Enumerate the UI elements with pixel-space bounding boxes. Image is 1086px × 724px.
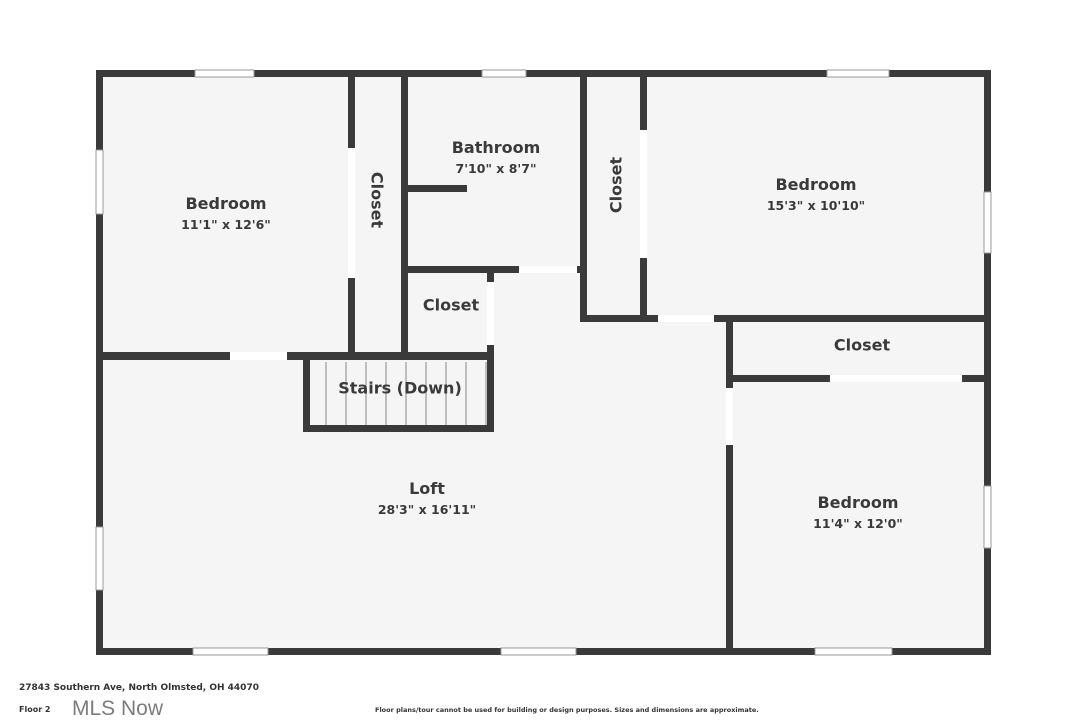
room-bathroom: Bathroom 7'10" x 8'7" bbox=[452, 138, 541, 176]
room-stairs: Stairs (Down) bbox=[338, 379, 462, 398]
stair-treads bbox=[325, 362, 487, 425]
room-name: Closet bbox=[367, 171, 387, 229]
room-dims: 28'3" x 16'11" bbox=[377, 502, 477, 517]
openings bbox=[95, 69, 992, 656]
room-bedroom-1: Bedroom 11'1" x 12'6" bbox=[181, 194, 271, 232]
room-dims: 7'10" x 8'7" bbox=[455, 161, 537, 176]
room-name: Bathroom bbox=[451, 138, 541, 157]
room-bedroom-2: Bedroom 15'3" x 10'10" bbox=[767, 175, 865, 213]
room-closet-3: Closet bbox=[423, 296, 479, 315]
room-loft: Loft 28'3" x 16'11" bbox=[378, 479, 476, 517]
room-dims: 11'1" x 12'6" bbox=[181, 217, 271, 232]
room-name: Closet bbox=[833, 335, 891, 355]
room-closet-4: Closet bbox=[834, 336, 890, 355]
room-name: Bedroom bbox=[817, 493, 899, 512]
room-name: Bedroom bbox=[185, 194, 267, 213]
room-bedroom-3: Bedroom 11'4" x 12'0" bbox=[813, 493, 903, 531]
address: 27843 Southern Ave, North Olmsted, OH 44… bbox=[19, 683, 259, 693]
room-closet-1: Closet bbox=[368, 172, 387, 228]
room-name: Stairs (Down) bbox=[338, 378, 462, 398]
room-name: Loft bbox=[409, 479, 445, 498]
disclaimer: Floor plans/tour cannot be used for buil… bbox=[375, 706, 759, 714]
room-dims: 11'4" x 12'0" bbox=[813, 516, 903, 531]
room-name: Bedroom bbox=[775, 175, 857, 194]
room-dims: 15'3" x 10'10" bbox=[766, 198, 866, 213]
room-closet-2: Closet bbox=[607, 157, 626, 213]
floor-label: Floor 2 bbox=[19, 705, 51, 714]
room-name: Closet bbox=[422, 295, 480, 315]
watermark: MLS Now bbox=[72, 697, 164, 720]
room-name: Closet bbox=[606, 156, 626, 214]
